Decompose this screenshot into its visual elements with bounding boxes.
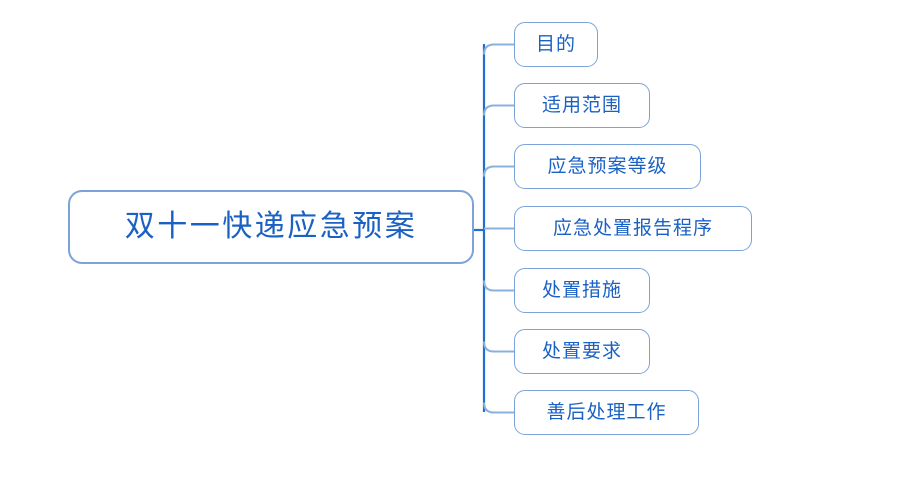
child-node[interactable]: 目的 (514, 22, 598, 67)
root-node[interactable]: 双十一快递应急预案 (68, 190, 474, 264)
connector-line (483, 104, 514, 116)
child-node[interactable]: 处置要求 (514, 329, 650, 374)
child-node-label: 善后处理工作 (546, 401, 667, 423)
child-node[interactable]: 处置措施 (514, 268, 650, 313)
child-node-label: 处置措施 (541, 279, 622, 301)
connector-line (483, 280, 514, 292)
connector-line (483, 165, 514, 177)
connector-line (483, 341, 514, 353)
root-node-label: 双十一快递应急预案 (124, 209, 418, 244)
child-node[interactable]: 应急处置报告程序 (514, 206, 752, 251)
child-node-label: 适用范围 (541, 94, 622, 116)
connector-line (483, 402, 514, 414)
child-node-label: 目的 (535, 33, 576, 55)
child-node[interactable]: 适用范围 (514, 83, 650, 128)
child-node-label: 应急处置报告程序 (552, 217, 713, 239)
child-node[interactable]: 应急预案等级 (514, 144, 701, 189)
child-node-label: 处置要求 (541, 340, 622, 362)
child-node[interactable]: 善后处理工作 (514, 390, 699, 435)
child-node-label: 应急预案等级 (547, 155, 668, 177)
connector-line (483, 43, 514, 55)
